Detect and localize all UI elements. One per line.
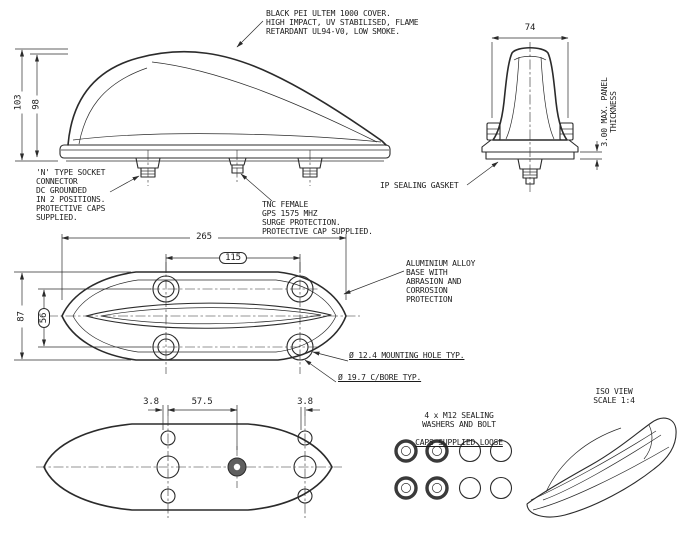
iso-silhouette <box>526 417 677 518</box>
base-flange <box>481 139 579 153</box>
bottom-holes <box>156 430 317 504</box>
bottom-view-dimensions <box>148 405 320 450</box>
dim-plan-hole-pitch-y: 56 <box>38 308 50 328</box>
sealing-washers <box>394 439 449 500</box>
tnc-connector <box>228 157 247 174</box>
dim-plan-hole-pitch-x: 115 <box>219 252 247 264</box>
note-panel-thickness: 3.00 MAX. PANEL THICKNESS <box>600 77 618 147</box>
note-cover-material: BLACK PEI ULTEM 1000 COVER. HIGH IMPACT,… <box>266 9 419 36</box>
front-connector <box>517 158 543 185</box>
iso-view-linework <box>526 417 677 518</box>
dim-side-height-total: 103 <box>13 91 25 114</box>
note-alloy-base: ALUMINIUM ALLOY BASE WITH ABRASION AND C… <box>406 259 476 304</box>
front-view-linework <box>481 42 579 192</box>
dim-bottom-pitch: 57.5 <box>189 397 215 407</box>
dim-side-height-cover: 98 <box>31 95 43 114</box>
note-n-socket: 'N' TYPE SOCKET CONNECTOR DC GROUNDED IN… <box>36 168 106 222</box>
label-ip-gasket: IP SEALING GASKET <box>380 181 459 190</box>
dim-plan-length: 265 <box>190 232 218 242</box>
plan-outline <box>61 271 347 361</box>
dim-bottom-offset-right: 3.8 <box>296 397 314 407</box>
cover-seam <box>85 302 332 329</box>
front-view-dimensions <box>466 35 602 186</box>
base-plate <box>59 144 391 159</box>
side-view-linework <box>59 50 391 186</box>
bolt-caps <box>458 439 513 500</box>
label-iso-view: ISO VIEW SCALE 1:4 <box>593 387 635 405</box>
bottom-view-linework <box>36 416 342 518</box>
note-tnc: TNC FEMALE GPS 1575 MHZ SURGE PROTECTION… <box>262 200 373 236</box>
mounting-holes <box>152 275 314 361</box>
plan-view-linework <box>48 262 360 374</box>
dim-front-width: 74 <box>518 23 542 33</box>
cover-outline <box>67 50 387 146</box>
gasket-outline <box>43 423 333 511</box>
note-washers-line2: CAPS SUPPLIED LOOSE <box>415 438 503 447</box>
dim-bottom-offset-left: 3.8 <box>142 397 160 407</box>
note-cbore: Ø 19.7 C/BORE TYP. <box>338 373 422 382</box>
note-washers: 4 x M12 SEALING WASHERS AND BOLT CAPS SU… <box>407 402 511 456</box>
fin-front-outline <box>492 46 568 141</box>
note-mounting-hole: Ø 12.4 MOUNTING HOLE TYP. <box>349 351 465 360</box>
dim-plan-width: 87 <box>16 305 28 328</box>
note-washers-line1: 4 x M12 SEALING WASHERS AND BOLT <box>422 411 496 429</box>
